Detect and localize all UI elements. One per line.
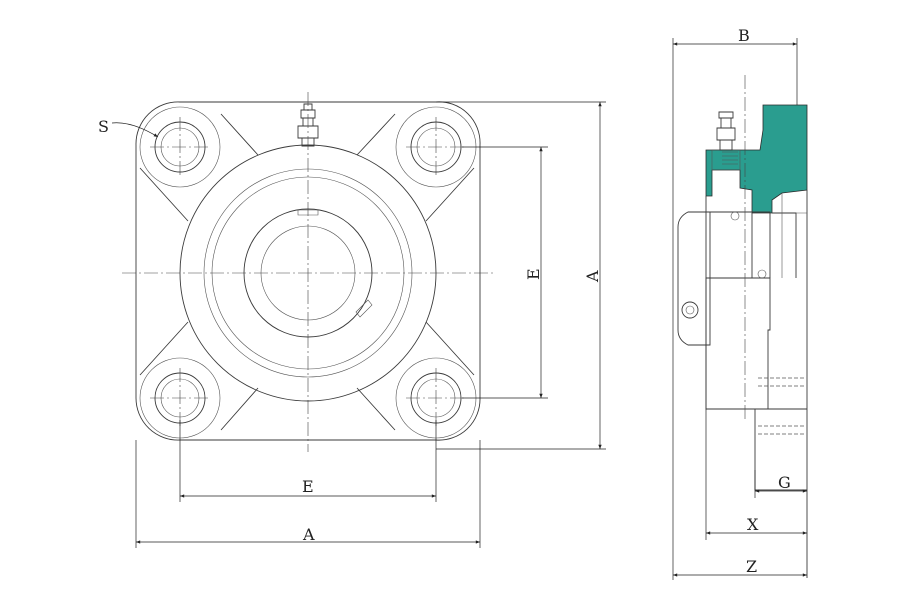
lobe-top-left [139,106,221,188]
label-a-horizontal: A [302,525,315,544]
label-e-horizontal: E [302,477,314,496]
flange-lower-extent [706,408,807,491]
grease-nipple-side [716,111,736,151]
label-g: G [778,473,791,492]
set-screw-side [355,299,373,318]
locking-collar [677,211,711,346]
ball-marker [730,211,740,221]
grease-nipple [297,103,319,147]
side-view: B G X Z [672,26,808,580]
label-x: X [747,515,759,534]
rib-bottom-right [356,321,475,431]
flange-lower-body [705,277,771,410]
label-z: Z [746,557,757,576]
bolt-hole-bottom-left [150,368,210,428]
rib-top-right [356,113,475,222]
set-screw-top [297,209,319,216]
grease-channel [722,151,738,165]
front-view: S E A E A [98,92,606,548]
ball-marker-lower [757,269,767,279]
bolt-hole-bottom-right [406,368,466,428]
label-a-vertical: A [583,270,602,283]
rib-top-left [139,113,259,222]
label-s: S [98,117,109,136]
collar-set-screw [681,301,699,319]
label-e-vertical: E [524,268,543,280]
housing-step-lines [781,193,807,278]
bolt-bore-bottom [758,425,806,435]
inner-ring-side [705,196,771,409]
bolt-hole-top-left [150,117,210,177]
bearing-outer-side [751,212,797,278]
rib-bottom-left [139,321,259,431]
s-leader [111,122,159,138]
bolt-bore-top [758,377,806,387]
collar-set-screw-inner [685,305,695,315]
bolt-hole-top-right [406,117,466,177]
label-b: B [738,26,750,45]
